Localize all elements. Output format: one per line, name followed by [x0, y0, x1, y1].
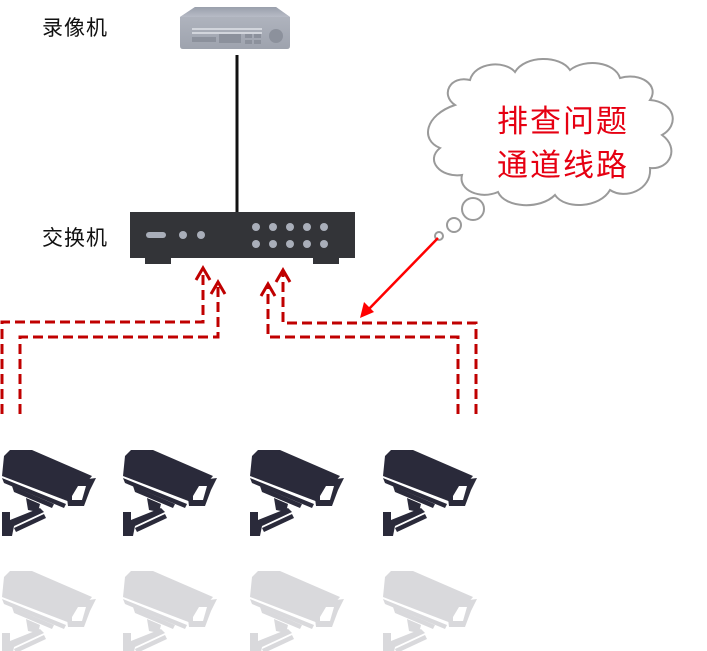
- callout-arrow: [360, 237, 439, 318]
- cctv-camera-reflection-icon: [383, 571, 477, 651]
- cctv-camera-icon: [383, 450, 477, 536]
- cctv-camera-reflection-icon: [250, 571, 344, 651]
- nvr-recorder-icon: [180, 7, 290, 49]
- switch-label: 交换机: [42, 226, 108, 250]
- network-switch-icon: [130, 212, 355, 264]
- cctv-camera-icon: [2, 450, 96, 536]
- nvr-label: 录像机: [42, 16, 108, 40]
- cctv-camera-reflection-icon: [2, 571, 96, 651]
- cctv-camera-reflection-icon: [123, 571, 217, 651]
- dashed-links: [0, 270, 478, 414]
- link-camera-4: [281, 272, 478, 414]
- cctv-camera-icon: [123, 450, 217, 536]
- thought-cloud: [427, 58, 674, 241]
- link-camera-2: [18, 284, 220, 414]
- callout-text-line1: 排查问题: [497, 104, 629, 140]
- link-camera-3: [266, 286, 460, 414]
- callout-text-line2: 通道线路: [497, 148, 629, 184]
- cctv-camera-icon: [250, 450, 344, 536]
- link-camera-1: [0, 270, 205, 414]
- link-arrowheads: [194, 265, 292, 297]
